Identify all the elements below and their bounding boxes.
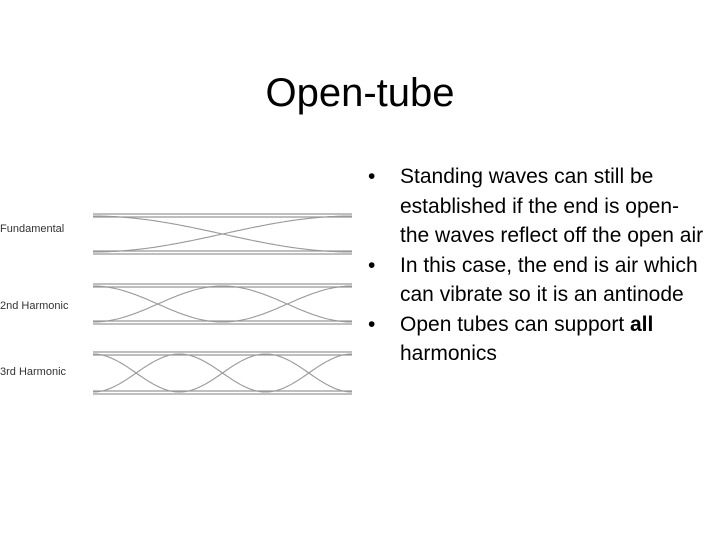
- harmonics-figure: Fundamental 2nd Harmonic 3rd Harmonic: [0, 200, 360, 410]
- bullet-text-bold: all: [630, 312, 654, 336]
- wave-envelope-lower-3rd-harmonic: [92, 353, 353, 393]
- bullet-item: • In this case, the end is air which can…: [368, 251, 708, 310]
- bullet-text: Standing waves can still be established …: [400, 165, 704, 247]
- bullet-dot: •: [368, 165, 376, 188]
- harmonics-diagram: [92, 213, 353, 395]
- bullet-text-after: harmonics: [400, 342, 497, 365]
- bullet-text: In this case, the end is air which can v…: [400, 253, 698, 307]
- wave-envelope-upper-2nd-harmonic: [93, 285, 352, 323]
- label-2nd-harmonic: 2nd Harmonic: [0, 300, 69, 312]
- bullet-item: • Standing waves can still be establishe…: [368, 162, 708, 251]
- label-fundamental: Fundamental: [0, 223, 65, 235]
- bullet-dot: •: [368, 253, 376, 277]
- bullet-dot: •: [368, 312, 376, 336]
- bullet-item: • Open tubes can support all harmonics: [368, 310, 708, 369]
- wave-envelope-lower-fundamental: [93, 215, 352, 253]
- label-3rd-harmonic: 3rd Harmonic: [0, 366, 67, 378]
- wave-envelope-lower-2nd-harmonic: [93, 285, 352, 323]
- bullet-list: • Standing waves can still be establishe…: [368, 162, 708, 369]
- slide-title: Open-tube: [265, 71, 455, 115]
- bullet-text-before: Open tubes can support: [400, 312, 630, 336]
